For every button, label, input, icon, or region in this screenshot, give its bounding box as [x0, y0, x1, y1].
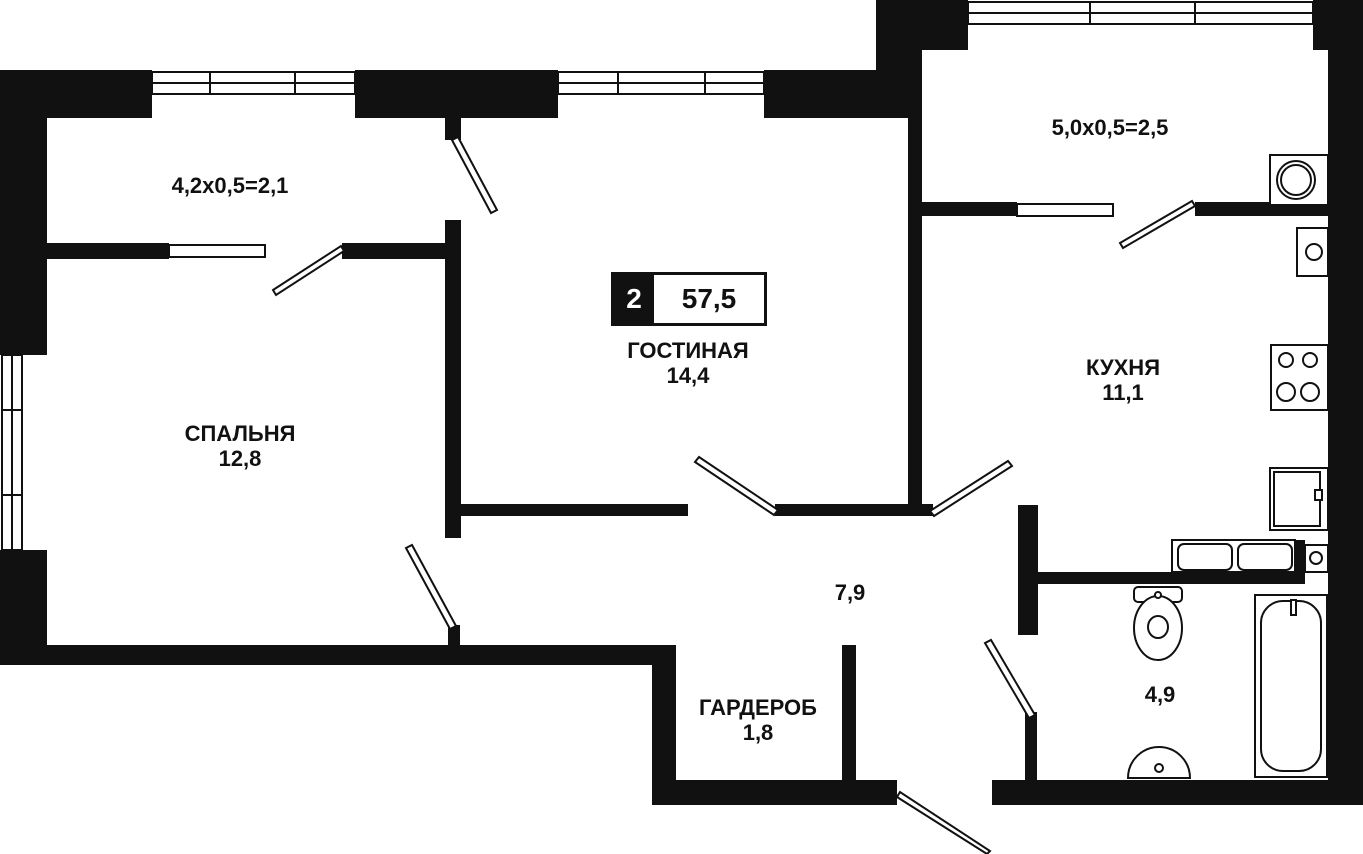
- fixtures: [1126, 154, 1329, 779]
- apartment-badge: 2 57,5: [611, 272, 767, 326]
- wardrobe-name: ГАРДЕРОБ: [699, 695, 817, 720]
- living-room-label: ГОСТИНАЯ 14,4: [588, 338, 788, 389]
- interior-walls: [47, 118, 1328, 782]
- living-room-name: ГОСТИНАЯ: [627, 338, 749, 363]
- total-area: 57,5: [681, 283, 737, 314]
- balcony-door-glass: [168, 203, 1114, 258]
- balcony-left-label: 4,2х0,5=2,1: [130, 173, 330, 198]
- stove-icon: [1270, 344, 1329, 411]
- room-count: 2: [614, 275, 654, 323]
- exterior-walls: [0, 0, 1363, 805]
- doors: [271, 135, 1197, 854]
- hall-area: 7,9: [834, 580, 866, 605]
- hall-label: 7,9: [800, 580, 900, 605]
- bathroom-label: 4,9: [1130, 682, 1190, 707]
- balcony-left-size: 4,2х0,5=2,1: [171, 173, 289, 198]
- kitchen-name: КУХНЯ: [1085, 355, 1161, 380]
- wardrobe-label: ГАРДЕРОБ 1,8: [672, 695, 844, 746]
- living-room-area: 14,4: [666, 363, 710, 389]
- bathroom-area: 4,9: [1144, 682, 1176, 707]
- bedroom-name: СПАЛЬНЯ: [184, 421, 296, 446]
- kitchen-label: КУХНЯ 11,1: [1023, 355, 1223, 406]
- balcony-right-label: 5,0х0,5=2,5: [1010, 115, 1210, 140]
- bedroom-label: СПАЛЬНЯ 12,8: [140, 421, 340, 472]
- kitchen-area: 11,1: [1102, 380, 1144, 406]
- washbasin-icon: [1126, 746, 1192, 779]
- wardrobe-area: 1,8: [742, 720, 774, 746]
- balcony-right-size: 5,0х0,5=2,5: [1051, 115, 1169, 140]
- windows: [1, 1, 1314, 551]
- bedroom-area: 12,8: [218, 446, 262, 472]
